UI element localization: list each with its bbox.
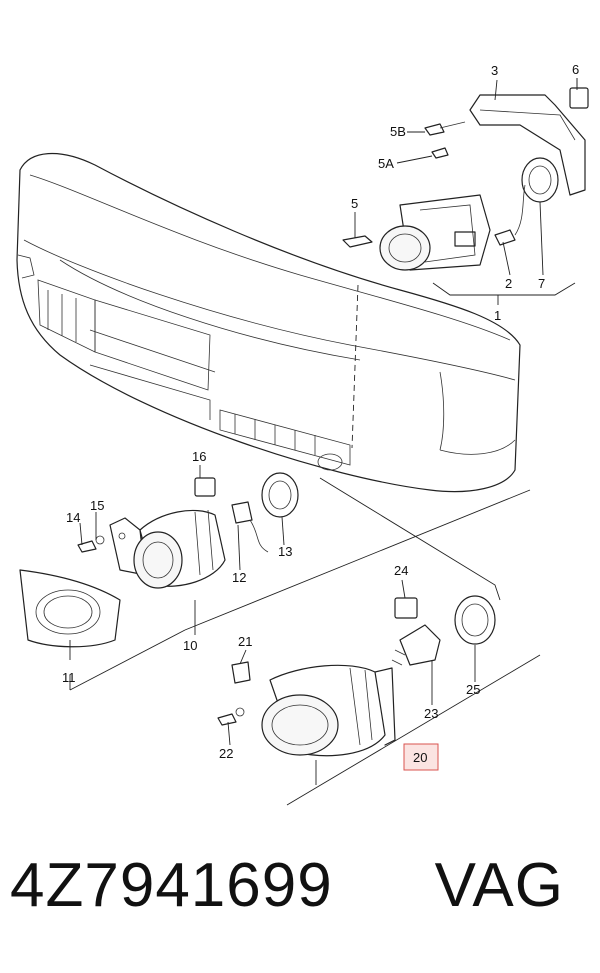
part-number: 4Z7941699 [10, 851, 333, 920]
callout-12: 12 [232, 570, 246, 585]
callout-16: 16 [192, 449, 206, 464]
upper-fog-lamp-assembly [342, 87, 589, 271]
callout-24: 24 [394, 563, 408, 578]
callout-21: 21 [238, 634, 252, 649]
connection-line [351, 284, 359, 449]
callout-13: 13 [278, 544, 292, 559]
callout-5b: 5B [390, 124, 406, 139]
leader-lines [69, 78, 578, 806]
fog-lamp-assembly-10 [77, 472, 299, 589]
callout-11: 11 [62, 670, 76, 685]
fog-lamp-assembly-20 [217, 595, 496, 757]
callout-5a: 5A [378, 156, 394, 171]
callout-15: 15 [90, 498, 104, 513]
callout-25: 25 [466, 682, 480, 697]
callout-7: 7 [538, 276, 545, 291]
callout-3: 3 [491, 63, 498, 78]
callout-labels: 3 6 5B 5A 5 2 7 1 16 15 14 13 12 24 10 2… [62, 62, 579, 771]
callout-20: 20 [413, 750, 427, 765]
callout-14: 14 [66, 510, 80, 525]
footer: 4Z7941699 VAG [10, 850, 590, 950]
brand-name: VAG [434, 851, 564, 920]
callout-10: 10 [183, 638, 197, 653]
bumper-cover [16, 153, 521, 493]
callout-22: 22 [219, 746, 233, 761]
connection-line-lower [319, 477, 501, 601]
callout-2: 2 [505, 276, 512, 291]
fog-lamp-cover-11 [19, 569, 121, 648]
callout-5: 5 [351, 196, 358, 211]
callout-23: 23 [424, 706, 438, 721]
callout-20-highlight [403, 743, 439, 771]
callout-1: 1 [494, 308, 501, 323]
callout-6: 6 [572, 62, 579, 77]
